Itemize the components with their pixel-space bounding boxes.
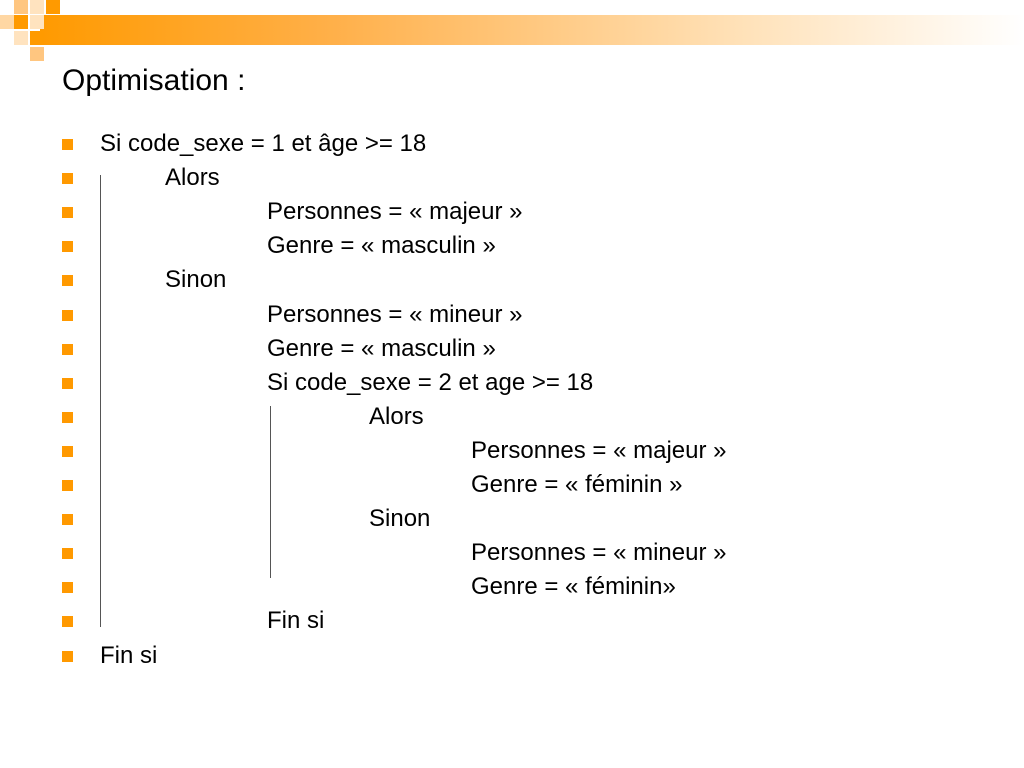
header-square-decoration [30, 15, 44, 29]
header-square-decoration [30, 0, 44, 14]
bullet-icon [62, 207, 73, 219]
pseudocode-line: Fin si [267, 607, 325, 635]
pseudocode-line: Sinon [369, 505, 431, 533]
pseudocode-line: Alors [165, 164, 220, 192]
pseudocode-line: Si code_sexe = 2 et age >= 18 [267, 368, 594, 396]
bullet-icon [62, 480, 73, 491]
pseudocode-line: Sinon [165, 266, 227, 294]
slide-title: Optimisation : [62, 64, 246, 97]
pseudocode-line: Genre = « féminin» [471, 573, 676, 601]
bullet-icon [62, 650, 73, 662]
header-square-decoration [14, 0, 28, 14]
bullet-icon [62, 514, 73, 526]
bullet-icon [62, 343, 73, 355]
pseudocode-line: Alors [369, 402, 424, 430]
header-square-decoration [30, 47, 44, 61]
pseudocode-line: Personnes = « majeur » [267, 198, 523, 226]
bullet-icon [62, 616, 73, 628]
bullet-icon [62, 139, 73, 150]
bullet-icon [62, 309, 73, 321]
pseudocode-line: Genre = « masculin » [267, 334, 496, 362]
header-gradient-bar [40, 15, 1024, 45]
pseudocode-line: Genre = « masculin » [267, 232, 496, 260]
pseudocode-line: Genre = « féminin » [471, 471, 683, 498]
block-guide-line [100, 175, 101, 627]
pseudocode-line: Fin si [100, 641, 158, 669]
pseudocode-line: Personnes = « mineur » [267, 300, 523, 328]
header-square-decoration [0, 15, 14, 29]
bullet-icon [62, 548, 73, 560]
pseudocode-line: Si code_sexe = 1 et âge >= 18 [100, 130, 427, 157]
bullet-icon [62, 275, 73, 287]
bullet-icon [62, 411, 73, 423]
header-square-decoration [46, 0, 60, 14]
bullet-icon [62, 173, 73, 185]
pseudocode-line: Personnes = « majeur » [471, 436, 727, 464]
bullet-icon [62, 445, 73, 457]
block-guide-line [270, 406, 271, 578]
pseudocode-line: Personnes = « mineur » [471, 539, 727, 567]
header-square-decoration [30, 31, 44, 45]
header-square-decoration [14, 15, 28, 29]
bullet-icon [62, 377, 73, 389]
header-square-decoration [14, 31, 28, 45]
bullet-icon [62, 241, 73, 253]
bullet-icon [62, 582, 73, 594]
